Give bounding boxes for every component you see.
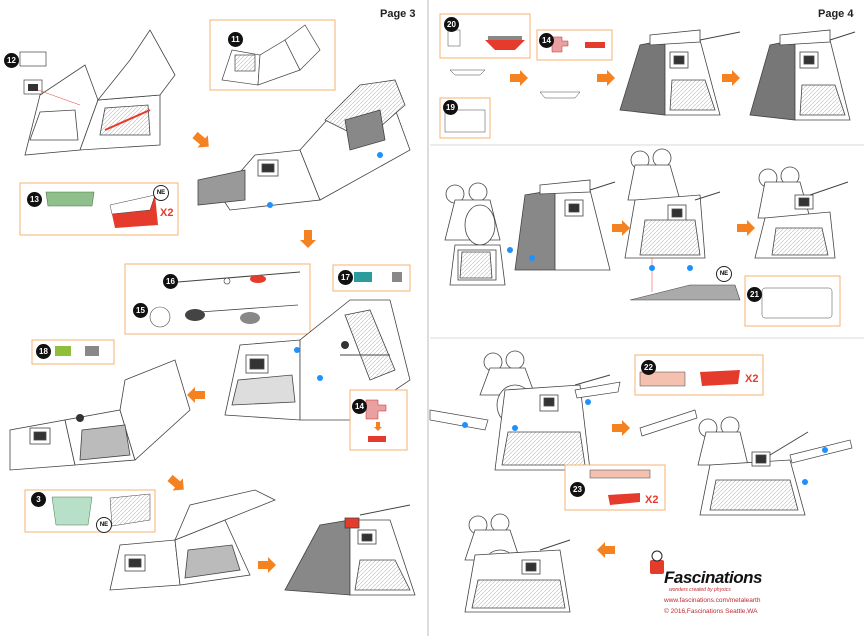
x2-marker: X2 xyxy=(160,207,174,219)
ne-marker: NE xyxy=(96,517,112,533)
step-badge: 20 xyxy=(444,17,459,32)
k9-head-left xyxy=(444,182,506,286)
k9-body-2 xyxy=(749,29,851,121)
ne-marker: NE xyxy=(153,185,169,201)
k9-final xyxy=(464,513,571,613)
x2-marker: X2 xyxy=(645,494,659,506)
step-badge: 13 xyxy=(27,192,42,207)
step-badge: 18 xyxy=(36,344,51,359)
ne-marker: NE xyxy=(716,266,732,282)
k9-head-middle xyxy=(624,148,706,259)
step-badge: 12 xyxy=(4,53,19,68)
k9-body-3 xyxy=(514,179,611,271)
brand-name: Fascinations xyxy=(664,568,762,587)
body-assembly-2 xyxy=(197,79,411,211)
k9-head-right xyxy=(754,166,836,259)
step-badge: 23 xyxy=(570,482,585,497)
page-label-left: Page 3 xyxy=(380,8,416,20)
copyright: © 2016,Fascinations Seattle,WA xyxy=(664,608,758,615)
k9-body-1 xyxy=(619,29,721,116)
body-assembly-6 xyxy=(284,517,416,596)
step-badge: 19 xyxy=(443,100,458,115)
k9-body-row3-right xyxy=(697,416,806,516)
page-label-right: Page 4 xyxy=(818,8,854,20)
k9-head-row3 xyxy=(479,350,591,471)
step-badge: 17 xyxy=(338,270,353,285)
body-assembly-5 xyxy=(109,489,276,591)
step-badge: 16 xyxy=(163,274,178,289)
step-badge: 3 xyxy=(31,492,46,507)
step-badge: 14 xyxy=(352,399,367,414)
body-assembly-4 xyxy=(9,359,191,471)
body-assembly-1 xyxy=(24,29,176,156)
step-badge: 11 xyxy=(228,32,243,47)
step-badge: 22 xyxy=(641,360,656,375)
step-badge: 15 xyxy=(133,303,148,318)
brand-logo-mark xyxy=(650,550,664,574)
brand-tagline: wonders created by physics xyxy=(669,587,731,593)
brand-url[interactable]: www.fascinations.com/metalearth xyxy=(664,597,761,604)
x2-marker: X2 xyxy=(745,373,759,385)
step-badge: 21 xyxy=(747,287,762,302)
step-badge: 14 xyxy=(539,33,554,48)
